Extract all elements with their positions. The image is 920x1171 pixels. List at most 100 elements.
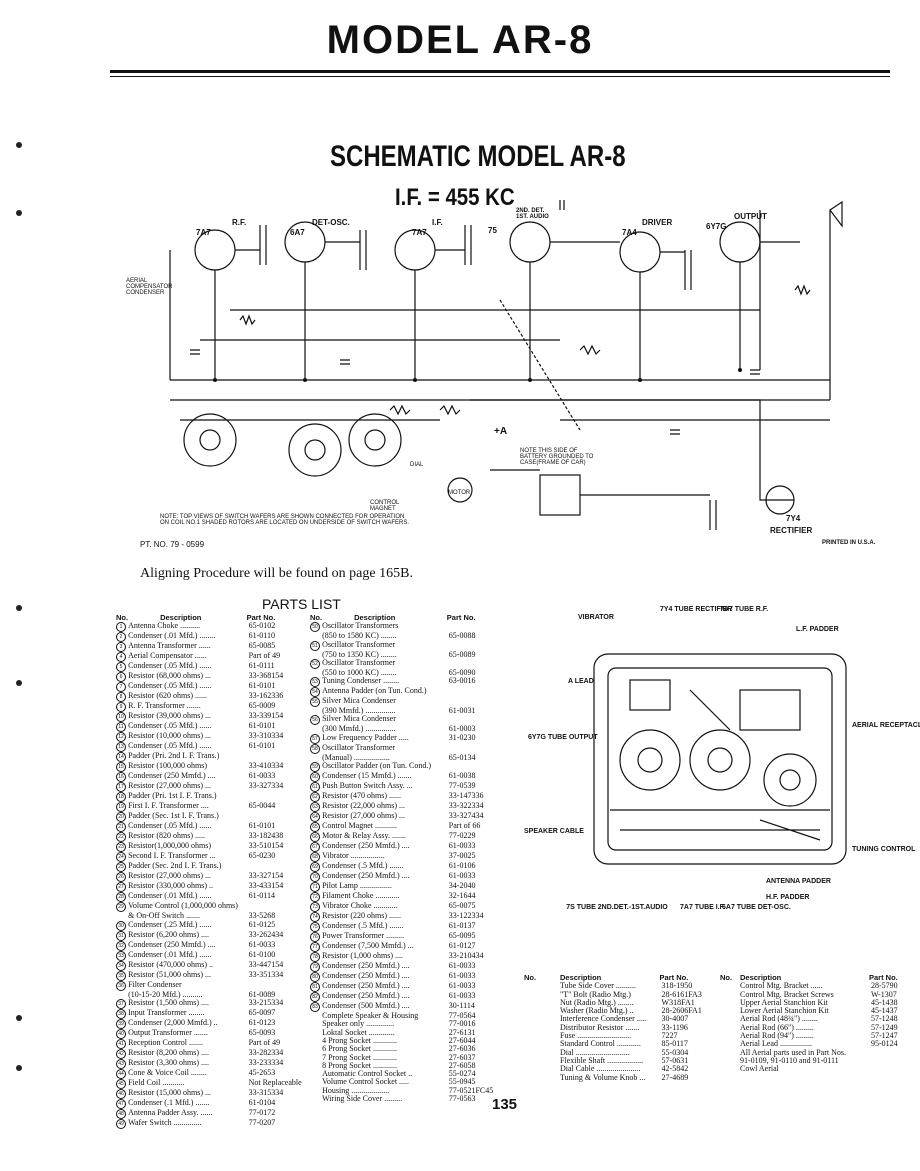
- chassis-label: 7Y4 TUBE RECTIFIER: [660, 606, 733, 613]
- part-description: Wiring Side Cover .........: [322, 1094, 403, 1104]
- part-description: Resistor (820 ohms) .....: [128, 831, 205, 841]
- parts-row: 6 Prong Socket ............27-6036: [310, 1044, 500, 1053]
- part-number: 28-6161FA3: [661, 989, 702, 999]
- part-number: 318-1950: [661, 981, 693, 991]
- part-index-circle: 29: [116, 902, 126, 913]
- part-description: Condenser (250 Mmfd.) ....: [322, 971, 410, 981]
- part-index-circle: 46: [116, 1088, 126, 1099]
- part-number: 33-122334: [448, 911, 484, 921]
- part-description: Resistor (39,000 ohms) ...: [128, 711, 211, 721]
- part-index: [524, 1065, 560, 1073]
- part-index: 60: [310, 772, 322, 783]
- header-rule: [110, 70, 890, 73]
- part-index-circle: 7: [116, 682, 126, 693]
- part-description: & On-Off Switch .......: [128, 911, 200, 921]
- part-description: Second I. F. Transformer ...: [128, 851, 216, 861]
- part-description: (390 Mmfd.) ...............: [322, 706, 396, 716]
- part-number: 61-0104: [248, 1097, 276, 1107]
- schematic-title: SCHEMATIC MODEL AR-8: [330, 140, 626, 173]
- part-index: [720, 982, 740, 990]
- tube-label: 7A4: [622, 228, 637, 237]
- part-index-circle: 55: [310, 697, 320, 708]
- part-number: 57-0631: [661, 1055, 689, 1065]
- part-index: [524, 999, 560, 1007]
- part-index-circle: 24: [116, 852, 126, 863]
- part-number: 45-1438: [870, 997, 898, 1007]
- part-number: 61-0100: [248, 949, 276, 959]
- part-number: 63-0016: [448, 676, 476, 686]
- part-description: Resistor (470 ohms) ......: [322, 791, 401, 801]
- dial-label: DIAL: [410, 462, 424, 468]
- part-index-circle: 42: [116, 1048, 126, 1059]
- col-header-part-no: Part No.: [246, 613, 276, 622]
- part-description: Condenser (.05 Mfd.) ......: [128, 681, 212, 691]
- part-index: 77: [310, 942, 322, 953]
- part-description: Resistor (8,200 ohms) ....: [128, 1047, 209, 1057]
- parts-row: Aerial Rod (48¾") ........57-1248: [720, 1015, 904, 1024]
- part-index: [524, 1049, 560, 1057]
- part-description: (300 Mmfd.) ...............: [322, 724, 396, 734]
- tube-label: 7A7: [196, 228, 211, 237]
- part-description: Cone & Voice Coil ........: [128, 1067, 207, 1077]
- chassis-label: L.F. PADDER: [796, 626, 839, 633]
- part-index-circle: 20: [116, 812, 126, 823]
- part-number: 42-5842: [661, 1064, 689, 1074]
- part-index-circle: 76: [310, 932, 320, 943]
- part-description: Distributor Resistor .......: [560, 1022, 640, 1032]
- part-index-circle: 59: [310, 762, 320, 773]
- parts-row: Speaker only ..............77-0016: [310, 1019, 500, 1029]
- part-number: 33-368154: [248, 671, 284, 681]
- chassis-label: ANTENNA PADDER: [766, 878, 831, 885]
- parts-row: Interference Condenser .....30-4007: [524, 1015, 708, 1024]
- part-index-circle: 80: [310, 972, 320, 983]
- part-number: 33-510154: [248, 841, 284, 851]
- part-description: Tube Side Cover ..........: [560, 981, 636, 991]
- chassis-label: TUNING CONTROL: [852, 846, 916, 853]
- part-description: Resistor (27,000 ohms) ...: [322, 811, 405, 821]
- part-description: Condenser (.5 Mfd.) .......: [322, 861, 404, 871]
- part-number: [869, 1049, 904, 1057]
- part-index: 79: [310, 962, 322, 973]
- part-description: Motor & Relay Assy. .......: [322, 831, 407, 841]
- chassis-label: SPEAKER CABLE: [524, 828, 584, 835]
- part-number: 77-0229: [448, 831, 476, 841]
- part-index: 59: [310, 762, 322, 773]
- part-index: [524, 1007, 560, 1015]
- part-description: Condenser (250 Mmfd.) ....: [322, 961, 410, 971]
- chassis-label: 7S TUBE 2ND.DET.-1ST.AUDIO: [566, 904, 668, 911]
- part-index: [524, 1040, 560, 1048]
- part-index: [310, 1054, 322, 1062]
- part-description: Condenser (250 Mmfd.) ....: [128, 939, 216, 949]
- part-index: 7: [116, 682, 128, 693]
- part-number: 65-0044: [248, 801, 276, 811]
- part-index-circle: 14: [116, 752, 126, 763]
- part-description: Resistor (10,000 ohms) ...: [128, 731, 211, 741]
- col-header-part-no: Part No.: [868, 973, 898, 982]
- part-description: Condenser (.01 Mfd.) ........: [128, 631, 216, 641]
- parts-row: 91-0109, 91-0110 and 91-0111: [720, 1056, 904, 1065]
- parts-row: Dial ...........................55-0304: [524, 1048, 708, 1057]
- part-description: Speaker only ..............: [322, 1019, 395, 1029]
- part-index: [720, 1057, 740, 1065]
- part-index: [310, 725, 322, 733]
- part-description: Condenser (.1 Mfd.) .......: [128, 1097, 210, 1107]
- col-header-part-no: Part No.: [446, 613, 476, 622]
- chassis-label: 6Y7G TUBE OUTPUT: [528, 734, 598, 741]
- parts-row: Housing ...................77-0521FC45: [310, 1086, 500, 1095]
- parts-row: (750 to 1350 KC) ........65-0089: [310, 650, 500, 659]
- part-number: 85-0117: [661, 1039, 688, 1049]
- part-description: Condenser (.5 Mfd.) .......: [322, 921, 404, 931]
